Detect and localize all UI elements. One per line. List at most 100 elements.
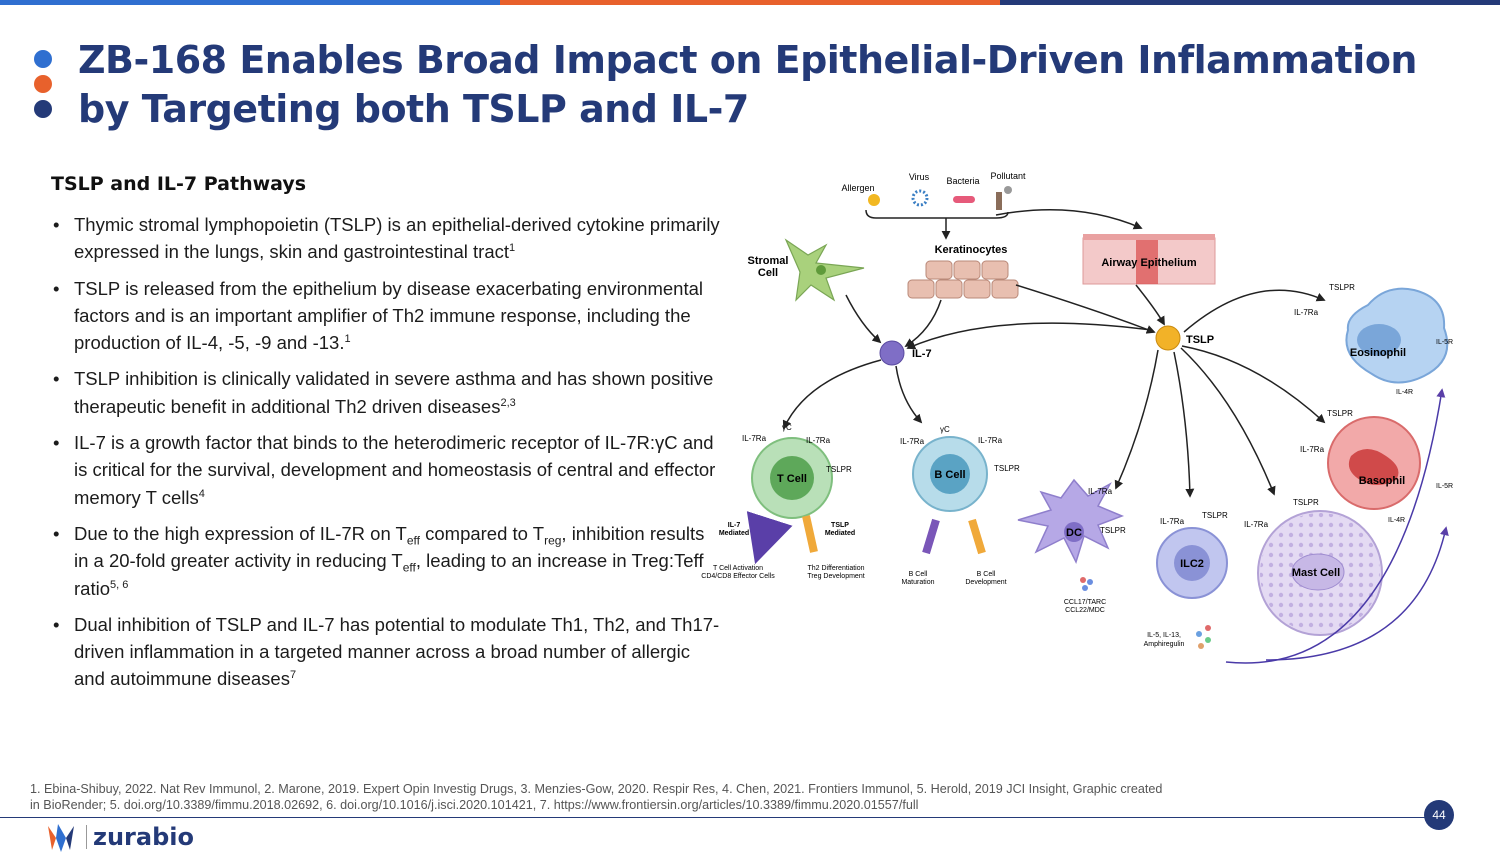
bullet-item: Dual inhibition of TSLP and IL-7 has pot… xyxy=(51,611,721,693)
il7-mediated-arrow xyxy=(746,511,793,565)
trigger-pollutant: Pollutant xyxy=(990,171,1026,210)
mast-cell: Mast Cell IL-7Ra TSLPR xyxy=(1244,498,1383,636)
dot-blue xyxy=(34,50,52,68)
receptor-label: IL-7Ra xyxy=(742,434,767,443)
accent-segment-orange xyxy=(500,0,1000,5)
receptor-label: TSLPR xyxy=(826,465,852,474)
dc-icon xyxy=(1017,478,1125,565)
dendritic-cell: DC IL-7Ra TSLPR CCL17/TARC CCL22/MDC xyxy=(1017,478,1126,614)
receptor-label: IL-7Ra xyxy=(1160,517,1185,526)
bacteria-icon xyxy=(953,196,975,203)
caption: TSLP xyxy=(831,522,849,529)
receptor-label: IL-7Ra xyxy=(1088,487,1113,496)
basophil-cell: Basophil TSLPR IL-7Ra IL-5R IL-4R xyxy=(1300,409,1453,524)
il7-label: IL-7 xyxy=(912,348,932,360)
stromal-label: Stromal xyxy=(748,255,789,267)
receptor-label: TSLPR xyxy=(1329,283,1355,292)
caption: Development xyxy=(965,579,1006,586)
caption: IL-5, IL-13, xyxy=(1147,632,1181,639)
receptor-label: IL-7Ra xyxy=(900,437,925,446)
ilc2-cell: ILC2 IL-7Ra TSLPR IL-5, IL-13, Amphiregu… xyxy=(1144,511,1228,649)
b-cell-label: B Cell xyxy=(934,469,965,481)
receptor-label: TSLPR xyxy=(1100,526,1126,535)
dot-navy xyxy=(34,100,52,118)
airway-label: Airway Epithelium xyxy=(1101,257,1197,269)
citation: 4 xyxy=(198,487,205,500)
caption: Mediated xyxy=(719,530,749,537)
subscript: eff xyxy=(402,560,416,575)
tslp-mediated-arrow xyxy=(802,515,818,553)
reference-line: in BioRender; 5. doi.org/10.3389/fimmu.2… xyxy=(30,798,919,812)
page-number: 44 xyxy=(1424,800,1454,830)
tslp-label: TSLP xyxy=(1186,334,1214,346)
il7-icon xyxy=(879,340,905,366)
company-logo: zurabio xyxy=(44,822,194,852)
citation: 7 xyxy=(289,669,297,682)
dot-orange xyxy=(34,75,52,93)
subscript: reg xyxy=(544,533,562,548)
il7-mediated-arrow xyxy=(922,518,940,555)
trigger-bacteria: Bacteria xyxy=(946,176,980,203)
pathway-diagram: Allergen Virus Bacteria Pollutant Stroma… xyxy=(701,171,1453,664)
citation: 5, 6 xyxy=(110,578,129,591)
stromal-label: Cell xyxy=(758,267,778,279)
bullet-text: Dual inhibition of TSLP and IL-7 has pot… xyxy=(74,613,720,690)
subscript: eff xyxy=(406,533,420,548)
t-cell-label: T Cell xyxy=(777,473,807,485)
receptor-label: IL-7Ra xyxy=(1244,520,1269,529)
bullet-text: Thymic stromal lymphopoietin (TSLP) is a… xyxy=(74,214,720,263)
citation: 1 xyxy=(509,242,516,255)
receptor-label: IL-5R xyxy=(1436,483,1453,490)
keratinocytes: Keratinocytes xyxy=(907,244,1019,299)
receptor-label: TSLPR xyxy=(994,464,1020,473)
bullet-text: Due to the high expression of IL-7R on T xyxy=(74,522,407,544)
receptor-label: IL-4R xyxy=(1396,389,1413,396)
citation: 2,3 xyxy=(500,396,516,409)
bullet-list: Thymic stromal lymphopoietin (TSLP) is a… xyxy=(51,211,721,702)
receptor-label: TSLPR xyxy=(1327,409,1353,418)
bullet-item: Thymic stromal lymphopoietin (TSLP) is a… xyxy=(51,211,721,266)
caption: CCL17/TARC xyxy=(1064,599,1106,606)
stromal-cell: Stromal Cell xyxy=(748,238,865,302)
trigger-virus: Virus xyxy=(909,172,930,207)
trigger-allergen: Allergen xyxy=(841,183,880,206)
caption: B Cell xyxy=(909,571,928,578)
section-heading: TSLP and IL-7 Pathways xyxy=(51,173,307,195)
slide-title: ZB-168 Enables Broad Impact on Epithelia… xyxy=(78,36,1478,134)
bullet-text: , leading to an increase in Treg:Teff ra… xyxy=(74,550,704,599)
bacteria-label: Bacteria xyxy=(946,176,979,186)
allergen-icon xyxy=(868,194,880,206)
reference-line: 1. Ebina-Shibuy, 2022. Nat Rev Immunol, … xyxy=(30,782,1163,796)
eosinophil-cell: Eosinophil TSLPR IL-7Ra IL-5R IL-4R xyxy=(1294,283,1453,396)
caption: Treg Development xyxy=(807,573,864,580)
receptor-label: IL-5R xyxy=(1436,339,1453,346)
bullet-text: TSLP inhibition is clinically validated … xyxy=(74,368,714,417)
dc-label: DC xyxy=(1066,527,1082,539)
receptor-label: IL-7Ra xyxy=(1300,445,1325,454)
receptor-label: TSLPR xyxy=(1202,511,1228,520)
pollutant-label: Pollutant xyxy=(990,171,1026,181)
bullet-text: IL-7 is a growth factor that binds to th… xyxy=(74,432,716,508)
caption: Th2 Differentiation xyxy=(807,565,864,572)
caption: B Cell xyxy=(977,571,996,578)
bullet-item: TSLP inhibition is clinically validated … xyxy=(51,365,721,420)
receptor-label: TSLPR xyxy=(1293,498,1319,507)
title-dots xyxy=(34,50,52,125)
b-cell: B Cell IL-7Ra γC IL-7Ra TSLPR B Cell Mat… xyxy=(900,425,1020,586)
receptor-label: IL-4R xyxy=(1388,517,1405,524)
bullet-text: TSLP is released from the epithelium by … xyxy=(74,277,703,354)
airway-epithelium: Airway Epithelium xyxy=(1082,234,1216,285)
bullet-text: compared to T xyxy=(419,522,545,544)
logo-separator xyxy=(86,825,87,849)
keratinocytes-label: Keratinocytes xyxy=(935,244,1008,256)
caption: CCL22/MDC xyxy=(1065,607,1105,614)
caption: CD4/CD8 Effector Cells xyxy=(701,573,775,580)
bullet-item: Due to the high expression of IL-7R on T… xyxy=(51,520,721,602)
receptor-label: IL-7Ra xyxy=(978,436,1003,445)
caption: IL-7 xyxy=(728,522,741,529)
allergen-label: Allergen xyxy=(841,183,874,193)
il7-node: IL-7 xyxy=(879,340,932,366)
virus-icon xyxy=(911,189,929,207)
tslp-icon xyxy=(1155,325,1181,351)
title-line-1: ZB-168 Enables Broad Impact on Epithelia… xyxy=(78,38,1417,82)
